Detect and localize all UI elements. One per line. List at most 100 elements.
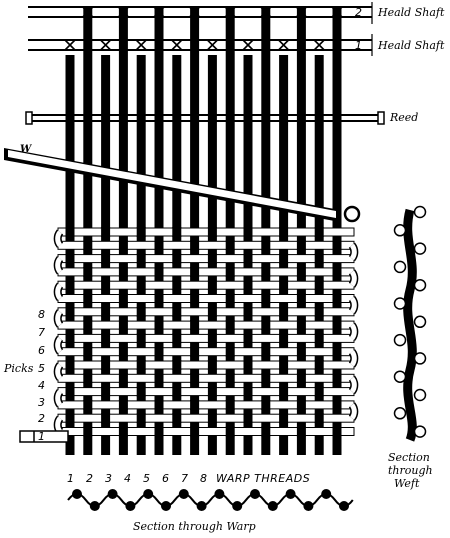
weft-section-warp-dot: [413, 278, 427, 292]
warp-section-dot: [232, 501, 243, 511]
selvedge-loop-left-fill: [55, 283, 63, 301]
weft-pick: [57, 320, 355, 330]
warp-over-weft: [261, 240, 271, 251]
warp-over-weft: [101, 333, 111, 344]
warp-section-dot: [339, 501, 349, 511]
section-weft-label-3: Weft: [394, 477, 420, 490]
warp-over-weft: [314, 413, 324, 424]
warp-over-weft: [332, 266, 342, 277]
warp-over-weft: [332, 373, 342, 384]
shaft-number-1: 1: [355, 39, 362, 52]
warp-over-weft: [296, 240, 306, 251]
warp-over-weft: [314, 360, 324, 370]
heald-eye: [135, 39, 147, 51]
warp-section-dot: [161, 501, 171, 511]
heald-eye: [278, 39, 290, 51]
warp-number: 5: [143, 472, 150, 485]
heald-eye: [331, 6, 343, 18]
picks-label: Picks: [3, 362, 34, 375]
warp-over-weft: [65, 227, 75, 237]
warp-over-weft: [314, 280, 324, 291]
warp-over-weft: [332, 320, 342, 331]
heald-eye: [153, 6, 165, 18]
warp-over-weft: [136, 306, 146, 317]
section-through-weft: [393, 205, 427, 442]
warp-section-dot: [107, 489, 118, 499]
warp-over-weft: [83, 320, 93, 331]
selvedge-loop-left-fill: [55, 257, 63, 274]
warp-over-weft: [261, 426, 271, 437]
selvedge-loop-left-fill: [55, 390, 63, 407]
warp-over-weft: [279, 306, 289, 317]
warp-over-weft: [65, 360, 75, 370]
warp-section-dot: [143, 489, 154, 499]
warp-over-weft: [207, 386, 217, 397]
warp-section-dot: [250, 489, 260, 499]
heald-shaft-2: [28, 6, 372, 18]
heald-eye: [64, 39, 76, 51]
weft-section-warp-dot: [393, 260, 407, 274]
weft-section-warp-dot: [393, 224, 407, 237]
shaft-number-2: 2: [355, 6, 362, 19]
warp-over-weft: [65, 413, 75, 424]
reed-label: Reed: [389, 111, 418, 124]
warp-over-weft: [243, 227, 253, 237]
warp-over-weft: [118, 240, 128, 251]
weft-pick: [57, 294, 355, 303]
warp-over-weft: [296, 346, 306, 357]
warp-section-dot: [321, 489, 332, 499]
weft-section-warp-dot: [413, 242, 427, 255]
warp-section-dot: [285, 489, 296, 499]
warp-over-weft: [243, 360, 253, 370]
warp-number: 8: [200, 472, 207, 485]
heald-eyes: [64, 6, 343, 51]
warp-over-weft: [154, 426, 164, 437]
warp-over-weft: [207, 413, 217, 424]
warp-over-weft: [65, 306, 75, 317]
weft-insertion: [4, 148, 340, 222]
warp-over-weft: [190, 240, 200, 251]
warp-section-dot: [89, 501, 100, 511]
weft-section-warp-dot: [413, 352, 427, 365]
weft-pick: [57, 427, 355, 436]
warp-over-weft: [243, 333, 253, 344]
warp-section-dot: [125, 501, 136, 511]
selvedge-loop-left-fill: [55, 230, 63, 247]
warp-over-weft: [261, 346, 271, 357]
warp-over-weft: [279, 386, 289, 397]
warp-over-weft: [118, 426, 128, 437]
reed: [25, 111, 385, 125]
warp-over-weft: [314, 306, 324, 317]
warp-over-weft: [172, 253, 182, 264]
warp-over-weft: [136, 227, 146, 237]
warp-over-weft: [279, 253, 289, 264]
warp-over-weft: [243, 413, 253, 424]
warp-over-weft: [296, 426, 306, 437]
warp-over-weft: [225, 293, 235, 304]
warp-over-weft: [261, 266, 271, 277]
pick-number: 5: [38, 362, 45, 375]
warp-over-weft: [190, 399, 200, 410]
warp-number: 3: [105, 472, 112, 485]
warp-over-weft: [101, 360, 111, 370]
warp-over-weft: [296, 373, 306, 384]
warp-over-weft: [207, 333, 217, 344]
warp-over-weft: [136, 333, 146, 344]
heald-eye: [171, 39, 183, 51]
weft-pick: [57, 373, 355, 383]
warp-over-weft: [154, 399, 164, 410]
warp-over-weft: [172, 306, 182, 317]
weft-entry-loop: [343, 205, 361, 223]
section-through-warp: [67, 489, 354, 511]
heald-shaft-label-top: Heald Shaft: [377, 6, 445, 19]
warp-over-weft: [101, 413, 111, 424]
warp-over-weft: [136, 360, 146, 370]
warp-over-weft: [172, 360, 182, 370]
warp-over-weft: [279, 227, 289, 237]
warp-over-weft: [225, 266, 235, 277]
warp-over-weft: [207, 280, 217, 291]
warp-over-weft: [296, 293, 306, 304]
warp-over-weft: [207, 227, 217, 237]
weft-section-warp-dot: [413, 315, 427, 329]
